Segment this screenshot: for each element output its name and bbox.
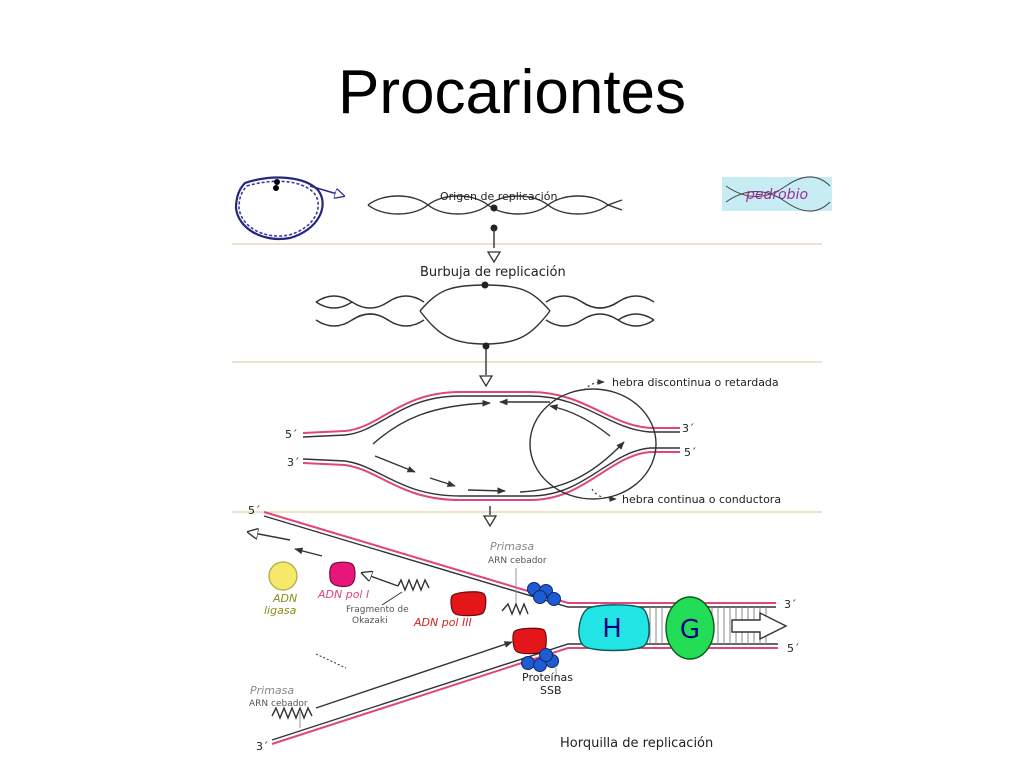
logo-text: pedrobio	[745, 187, 808, 203]
end-label-5-fork-right: 5´	[787, 642, 800, 655]
label-fragmento-1: Fragmento de	[346, 605, 409, 615]
label-arn-cebador-top: ARN cebador	[488, 556, 547, 566]
label-fragmento-2: Okazaki	[352, 616, 388, 626]
label-horquilla: Horquilla de replicación	[560, 736, 713, 751]
slide-title: Procariontes	[337, 58, 687, 127]
replication-bubble	[315, 281, 655, 388]
label-adn-ligasa-2: ligasa	[264, 604, 297, 617]
adn-pol-3-lower-enzyme	[512, 627, 547, 655]
label-adn-ligasa-1: ADN	[272, 592, 297, 605]
helicase-enzyme	[578, 604, 650, 652]
end-label-5-right: 5´	[684, 446, 697, 459]
label-arn-cebador-bottom: ARN cebador	[249, 699, 308, 709]
pedrobio-logo: pedrobio	[722, 176, 832, 212]
ssb-proteins-bottom	[521, 648, 559, 672]
label-hebra-continua: hebra continua o conductora	[622, 493, 781, 506]
helicase-label: H	[602, 614, 622, 644]
end-label-5-top-left: 5´	[285, 428, 298, 441]
gyrase-label: G	[680, 615, 700, 645]
label-hebra-discontinua: hebra discontinua o retardada	[612, 376, 779, 389]
end-label-3-right: 3´	[682, 422, 695, 435]
circular-chromosome	[234, 176, 344, 241]
label-origen: Origen de replicación	[440, 190, 557, 203]
label-primasa-top: Primasa	[490, 540, 534, 553]
end-label-3-left: 3´	[287, 456, 300, 469]
ssb-proteins-top	[527, 582, 561, 606]
adn-ligasa-enzyme	[268, 561, 298, 591]
end-label-5-fork-top: 5´	[248, 504, 261, 517]
label-adn-pol-3: ADN pol III	[413, 616, 472, 629]
label-adn-pol-1: ADN pol I	[317, 588, 369, 601]
adn-pol-3-enzyme	[450, 591, 487, 617]
label-primasa-bottom: Primasa	[250, 684, 294, 697]
adn-pol-1-enzyme	[329, 561, 356, 588]
label-ssb: SSB	[540, 684, 562, 697]
replicating-strands	[302, 379, 680, 528]
end-label-3-fork-right: 3´	[784, 598, 797, 611]
origin-helix	[367, 195, 623, 264]
label-burbuja: Burbuja de replicación	[420, 265, 566, 280]
gyrase-enzyme	[665, 596, 715, 660]
end-label-3-fork-bottom: 3´	[256, 740, 269, 753]
label-proteinas: Proteínas	[522, 671, 573, 684]
